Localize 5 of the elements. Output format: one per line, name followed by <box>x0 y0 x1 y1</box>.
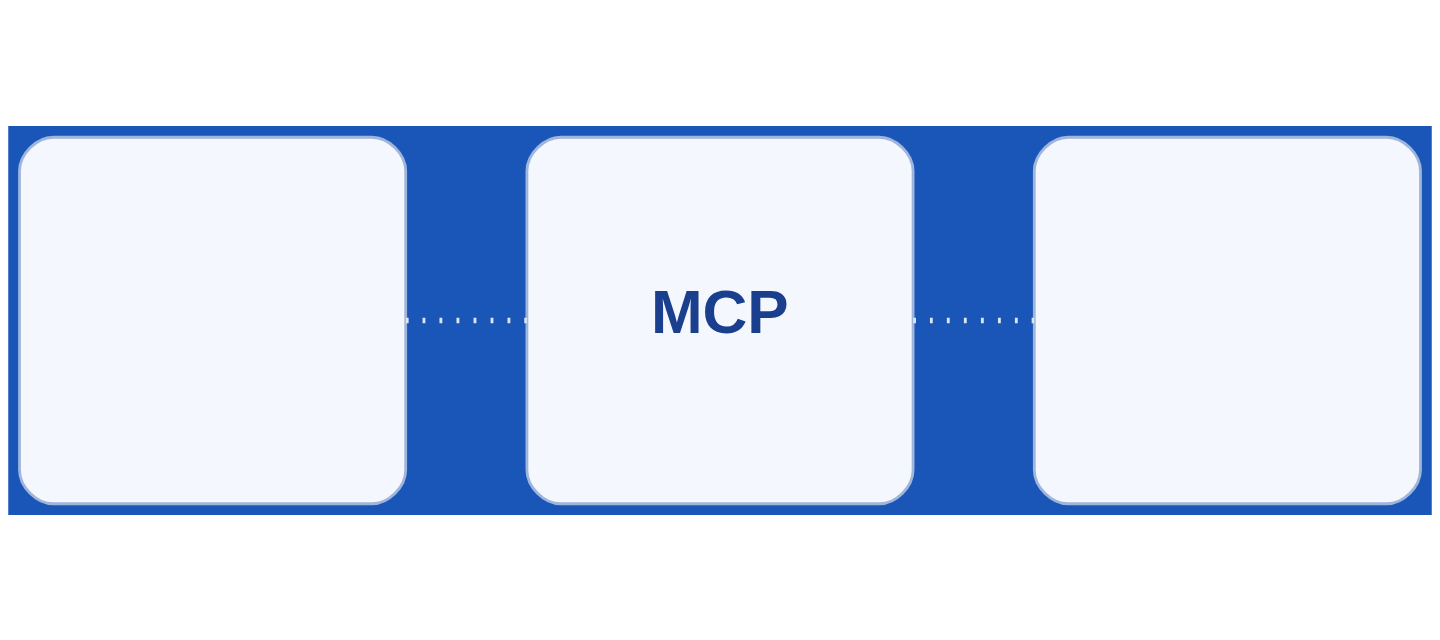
node-box <box>1032 135 1422 505</box>
node-box <box>18 135 408 505</box>
node-box: MCP <box>525 135 915 505</box>
connector <box>405 317 527 323</box>
connector <box>913 317 1035 323</box>
